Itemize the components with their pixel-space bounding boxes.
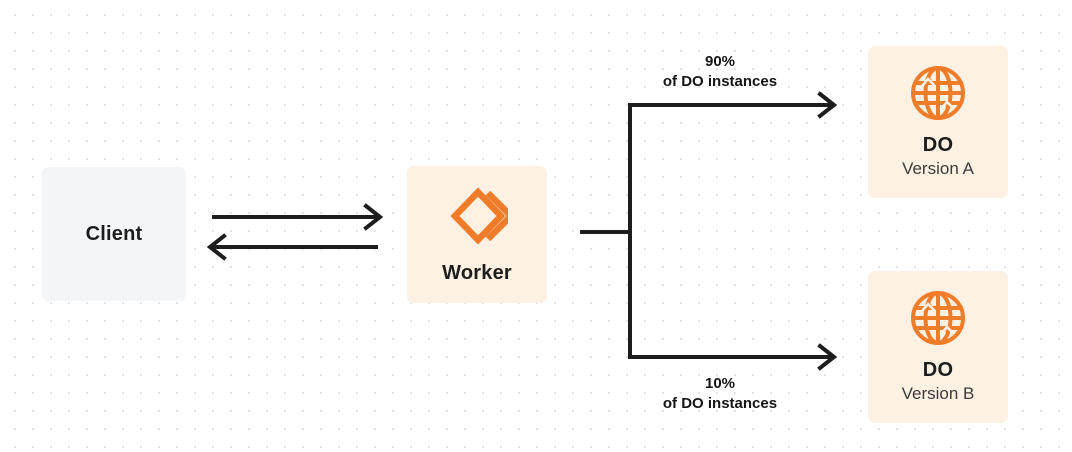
- cloudflare-workers-icon: [446, 185, 516, 247]
- edge-label-do-a-caption: of DO instances: [662, 73, 778, 91]
- edge-label-do-b: 10% of DO instances: [600, 374, 840, 415]
- edge-label-do-a: 90% of DO instances: [600, 52, 840, 93]
- edge-label-do-a-percent: 90%: [704, 53, 736, 70]
- node-client: Client: [42, 167, 186, 301]
- node-client-title: Client: [85, 223, 143, 245]
- edge-label-do-b-caption: of DO instances: [662, 395, 778, 413]
- node-do-b-title: DO: [922, 359, 954, 382]
- globe-icon: [909, 64, 967, 122]
- arrow-client-to-worker: [212, 203, 384, 231]
- node-do-version-b: DO Version B: [868, 271, 1008, 423]
- arrow-worker-to-do-a: [628, 91, 838, 119]
- node-do-b-subtitle: Version B: [901, 384, 975, 404]
- arrow-worker-to-client: [206, 233, 378, 261]
- node-do-a-title: DO: [922, 134, 954, 157]
- node-worker-title: Worker: [442, 261, 512, 284]
- edge-label-do-b-percent: 10%: [704, 375, 736, 392]
- node-worker: Worker: [407, 166, 547, 303]
- branch-junction: [580, 103, 632, 359]
- arrow-worker-to-do-b: [628, 343, 838, 371]
- globe-icon: [909, 289, 967, 347]
- node-do-a-subtitle: Version A: [902, 159, 974, 179]
- node-do-version-a: DO Version A: [868, 46, 1008, 198]
